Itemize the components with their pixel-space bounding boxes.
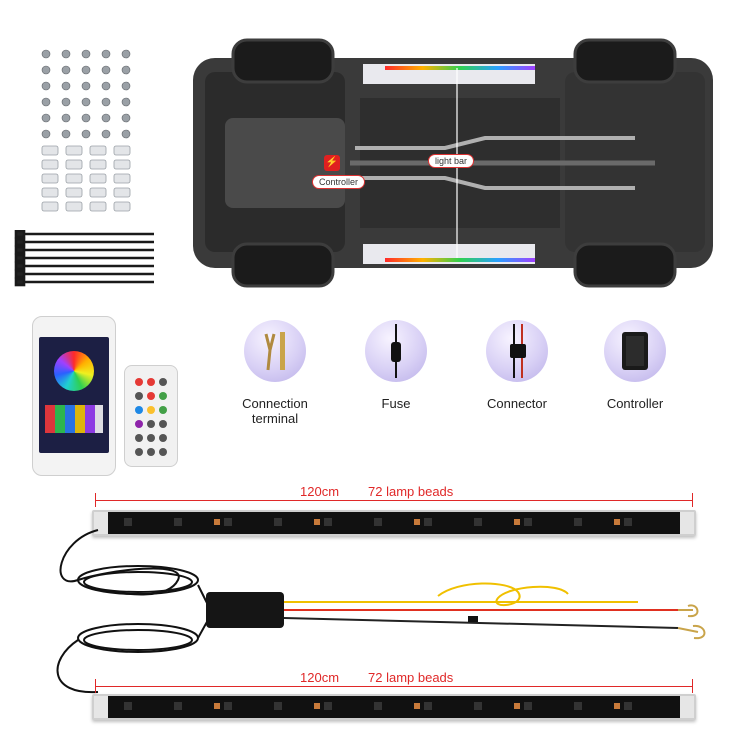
strip-2-dimension-tick-right bbox=[692, 679, 693, 693]
strip-1-dimension-tick-left bbox=[95, 493, 96, 507]
phone-screen bbox=[39, 337, 109, 453]
led-beads bbox=[124, 518, 632, 526]
fuse-icon bbox=[391, 324, 401, 378]
component-label: Fuse bbox=[381, 396, 411, 411]
strip-2-dimension-tick-left bbox=[95, 679, 96, 693]
remote-buttons bbox=[135, 378, 167, 456]
component-controller: Controller bbox=[580, 320, 690, 411]
strip-2-length: 120cm bbox=[300, 670, 340, 685]
app-color-buttons bbox=[45, 405, 103, 433]
cable-ties bbox=[14, 230, 154, 287]
strip-1-dimension-tick-right bbox=[692, 493, 693, 507]
strip-2-beads: 72 lamp beads bbox=[368, 670, 454, 685]
led-beads bbox=[124, 702, 632, 710]
component-label: Connector bbox=[487, 396, 547, 411]
component-label: Connection terminal bbox=[242, 396, 308, 426]
controller-icon bbox=[622, 332, 648, 370]
remote-control-image bbox=[124, 365, 178, 467]
led-strip-2 bbox=[92, 694, 696, 720]
component-connection-terminal: Connection terminal bbox=[220, 320, 330, 426]
color-wheel-icon bbox=[54, 351, 94, 391]
controller-callout: Controller bbox=[312, 175, 366, 189]
strip-1-beads: 72 lamp beads bbox=[368, 484, 454, 499]
strip-2-dimension-line bbox=[95, 686, 693, 687]
light-bar-callout: light bar bbox=[428, 154, 475, 168]
component-label: Controller bbox=[606, 396, 664, 411]
component-fuse: Fuse bbox=[341, 320, 451, 411]
controller-marker-icon: ⚡ bbox=[324, 155, 340, 171]
led-strip-1 bbox=[92, 510, 696, 536]
connector-icon bbox=[510, 324, 526, 378]
smartphone-app-image bbox=[32, 316, 116, 476]
wiring-harness bbox=[56, 529, 706, 694]
screws-and-clips bbox=[41, 49, 131, 212]
strip-1-length: 120cm bbox=[300, 484, 340, 499]
vehicle-underbody-image bbox=[193, 38, 713, 288]
strip-1-dimension-line bbox=[95, 500, 693, 501]
connection-terminal-icon bbox=[264, 332, 285, 371]
component-connector: Connector bbox=[462, 320, 572, 411]
